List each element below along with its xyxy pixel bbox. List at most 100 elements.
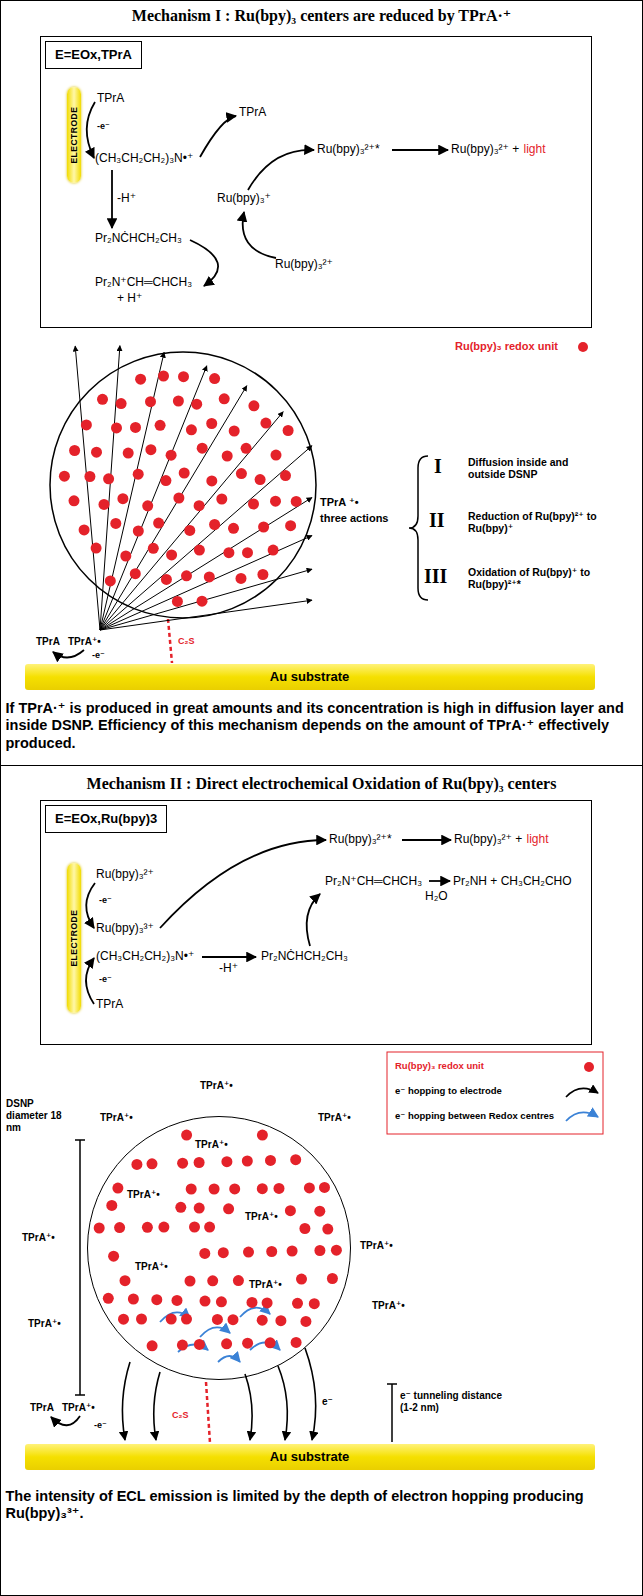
redox-unit bbox=[145, 396, 156, 407]
redox-unit bbox=[216, 1296, 227, 1307]
redox-unit bbox=[191, 399, 202, 410]
diffusion-arrow bbox=[100, 386, 247, 630]
redox-unit bbox=[181, 1314, 192, 1325]
redox-unit bbox=[219, 393, 230, 404]
note-label: three actions bbox=[320, 512, 388, 525]
redox-unit bbox=[177, 1158, 188, 1169]
linker-label: C₂S bbox=[178, 636, 195, 647]
redox-unit bbox=[81, 419, 92, 430]
redox-unit bbox=[91, 447, 102, 458]
redox-unit bbox=[300, 1316, 311, 1327]
redox-unit bbox=[97, 394, 108, 405]
reaction-arrow bbox=[243, 212, 276, 258]
redox-unit bbox=[166, 1314, 177, 1325]
redox-unit bbox=[155, 420, 166, 431]
redox-unit bbox=[204, 571, 215, 582]
diffusion-arrow bbox=[100, 498, 312, 631]
redox-unit bbox=[218, 1247, 229, 1258]
redox-unit bbox=[221, 1338, 232, 1349]
electron-hop-arrow bbox=[154, 1372, 160, 1440]
redox-unit bbox=[105, 575, 116, 586]
redox-unit bbox=[209, 519, 220, 530]
electron-label: -e⁻ bbox=[94, 1420, 107, 1431]
redox-unit bbox=[116, 398, 127, 409]
redox-unit bbox=[181, 1130, 192, 1141]
redox-unit bbox=[166, 549, 177, 560]
species-label: Pr₂NĊHCH₂CH₃ bbox=[261, 949, 348, 963]
redox-unit bbox=[194, 545, 205, 556]
dimension-label: DSNP diameter 18 nm bbox=[6, 1098, 76, 1134]
au-substrate: Au substrate bbox=[25, 664, 595, 690]
species-label: H₂O bbox=[425, 889, 448, 903]
redox-unit bbox=[275, 1315, 286, 1326]
radical-label: TPrA⁺• bbox=[372, 1300, 405, 1312]
redox-unit bbox=[327, 1273, 338, 1284]
redox-unit bbox=[228, 523, 239, 534]
light-label: light bbox=[524, 142, 546, 156]
reaction-arrow bbox=[86, 883, 95, 928]
diffusion-arrow bbox=[100, 446, 312, 630]
redox-unit bbox=[291, 496, 302, 507]
reaction-arrow bbox=[51, 1416, 80, 1425]
redox-unit bbox=[59, 471, 70, 482]
redox-unit bbox=[173, 396, 184, 407]
redox-unit bbox=[133, 526, 144, 537]
redox-unit bbox=[194, 1339, 205, 1350]
redox-unit bbox=[257, 1315, 268, 1326]
redox-unit bbox=[120, 551, 131, 562]
redox-unit bbox=[265, 1337, 276, 1348]
radical-label: TPrA⁺• bbox=[100, 1112, 133, 1124]
potential-label: E=EOx,Ru(bpy)3 bbox=[55, 811, 157, 827]
radical-label: TPrA⁺• bbox=[28, 1318, 61, 1330]
redox-unit bbox=[229, 426, 240, 437]
species-label: Ru(bpy)₃²⁺ + bbox=[454, 832, 522, 846]
legend-swatch bbox=[584, 1062, 594, 1072]
redox-unit bbox=[257, 1130, 268, 1141]
redox-unit bbox=[131, 1159, 142, 1170]
step-number: III bbox=[424, 564, 447, 588]
panel-note: If TPrA·⁺ is produced in great amounts a… bbox=[6, 700, 636, 753]
radical-label: TPrA⁺• bbox=[127, 1189, 160, 1201]
species-label: Pr₂N⁺CH═CHCH₃ bbox=[325, 874, 422, 888]
radical-label: TPrA⁺• bbox=[135, 1261, 168, 1273]
redox-unit bbox=[153, 518, 164, 529]
species-label: -H⁺ bbox=[117, 191, 136, 205]
species-label: Ru(bpy)₃²⁺* bbox=[329, 832, 392, 846]
redox-unit bbox=[292, 1298, 303, 1309]
redox-unit bbox=[228, 1314, 239, 1325]
radical-label: TPrA⁺• bbox=[249, 1279, 282, 1291]
redox-unit bbox=[173, 493, 184, 504]
reaction-arrow bbox=[429, 880, 450, 882]
species-label: (CH₃CH₂CH₂)₃N•⁺ bbox=[96, 949, 194, 963]
radical-label: TPrA⁺• bbox=[68, 636, 101, 648]
diffusion-arrow bbox=[100, 352, 164, 630]
redox-unit bbox=[147, 1158, 158, 1169]
redox-unit bbox=[212, 1314, 223, 1325]
species-label: + H⁺ bbox=[117, 291, 142, 305]
redox-unit bbox=[194, 1157, 205, 1168]
electron-hop-arrow bbox=[245, 1374, 252, 1440]
species-label: TPrA bbox=[96, 997, 123, 1011]
redox-unit bbox=[299, 1223, 310, 1234]
radical-label: TPrA⁺• bbox=[245, 1211, 278, 1223]
dimension-bar bbox=[387, 1383, 397, 1385]
redox-unit bbox=[247, 1297, 258, 1308]
amine-label: TPrA bbox=[36, 636, 60, 648]
redox-unit bbox=[260, 418, 271, 429]
redox-unit bbox=[84, 471, 95, 482]
redox-unit bbox=[185, 1276, 196, 1287]
redox-unit bbox=[79, 524, 90, 535]
species-label: TPrA bbox=[239, 105, 266, 119]
redox-unit bbox=[241, 443, 252, 454]
linker-label: C₂S bbox=[172, 1410, 189, 1421]
particle-outline bbox=[50, 352, 316, 618]
electron-label: -e⁻ bbox=[99, 974, 112, 985]
potential-box: E=EOx,Ru(bpy)3 bbox=[45, 805, 167, 833]
dimension-bar bbox=[75, 1139, 85, 1141]
reaction-arrow bbox=[111, 170, 113, 228]
redox-unit bbox=[255, 474, 266, 485]
radical-label: TPrA⁺• bbox=[195, 1139, 228, 1151]
electron-label: -e⁻ bbox=[99, 895, 112, 906]
radical-label: TPrA ⁺• bbox=[320, 496, 359, 509]
redox-unit bbox=[186, 424, 197, 435]
